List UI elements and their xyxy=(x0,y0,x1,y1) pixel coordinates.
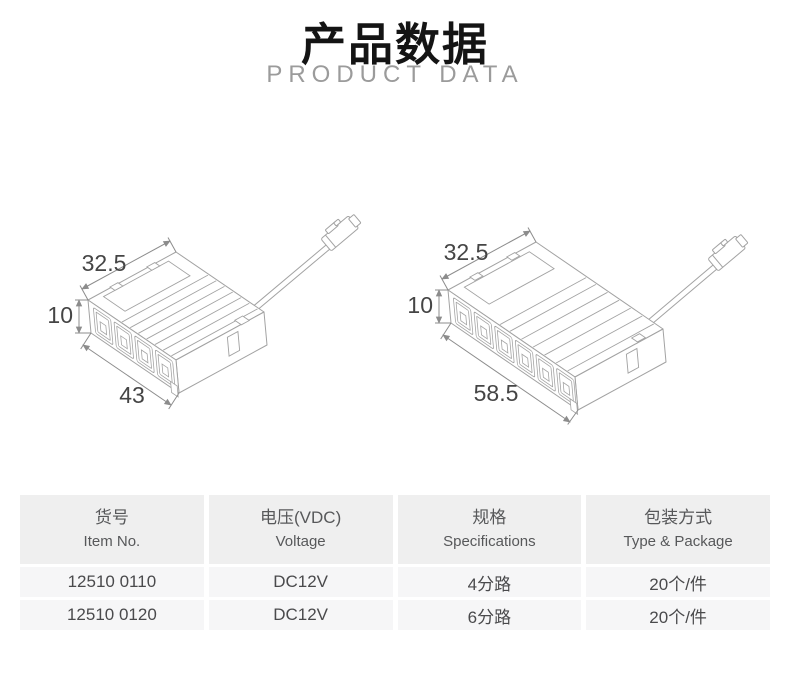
clip-tab xyxy=(233,315,251,326)
header-cell-voltage: 电压(VDC) Voltage xyxy=(208,495,393,564)
side-clip xyxy=(625,347,640,374)
connector-plug xyxy=(317,208,364,252)
right-face-details xyxy=(625,347,640,374)
header-en: Voltage xyxy=(275,532,326,550)
product-spec-table: 货号 Item No. 电压(VDC) Voltage 规格 Specifica… xyxy=(20,495,770,630)
diagram-4way-distributor: 32.5 10 43 xyxy=(48,208,364,410)
dimension-label-height: 10 xyxy=(407,292,433,318)
dimension-left: 10 xyxy=(48,299,91,334)
page-subtitle: PRODUCT DATA xyxy=(266,61,524,88)
cable xyxy=(647,228,750,325)
cell-package: 20个/件 xyxy=(586,567,770,597)
header-en: Specifications xyxy=(443,532,536,550)
header-cn: 货号 xyxy=(94,508,129,528)
cell-voltage: DC12V xyxy=(208,567,393,597)
dimension-label-width: 58.5 xyxy=(474,380,519,406)
header-cell-item-no: 货号 Item No. xyxy=(20,495,204,564)
connector-plug xyxy=(704,228,750,272)
cell-package: 20个/件 xyxy=(586,600,770,630)
cell-voltage: DC12V xyxy=(208,600,393,630)
dimension-label-depth: 32.5 xyxy=(82,250,127,276)
header-en: Type & Package xyxy=(623,532,733,550)
header-en: Item No. xyxy=(83,532,141,550)
clip-tab xyxy=(630,333,647,343)
right-face-details xyxy=(226,330,241,357)
dimension-label-width: 43 xyxy=(119,382,145,408)
dimension-left: 10 xyxy=(407,289,451,324)
header-cn: 电压(VDC) xyxy=(260,508,342,528)
page-title: 产品数据 xyxy=(300,19,489,70)
dimension-top: 32.5 xyxy=(439,227,537,291)
header-cell-package: 包装方式 Type & Package xyxy=(586,495,770,564)
dimension-label-depth: 32.5 xyxy=(444,239,489,265)
cable xyxy=(250,208,364,313)
cell-item-no: 12510 0110 xyxy=(20,567,204,597)
dimension-top: 32.5 xyxy=(79,237,177,301)
dimension-bottom: 58.5 xyxy=(440,322,579,425)
cell-spec: 6分路 xyxy=(397,600,582,630)
dimension-label-height: 10 xyxy=(48,302,73,328)
cell-item-no: 12510 0120 xyxy=(20,600,204,630)
header-cell-specifications: 规格 Specifications xyxy=(397,495,582,564)
header-cn: 规格 xyxy=(472,508,507,528)
diagram-6way-distributor: 32.5 10 58.5 xyxy=(407,227,750,425)
dimension-bottom: 43 xyxy=(80,332,180,410)
side-clip xyxy=(226,330,241,357)
header-cn: 包装方式 xyxy=(644,508,713,528)
cell-spec: 4分路 xyxy=(397,567,582,597)
